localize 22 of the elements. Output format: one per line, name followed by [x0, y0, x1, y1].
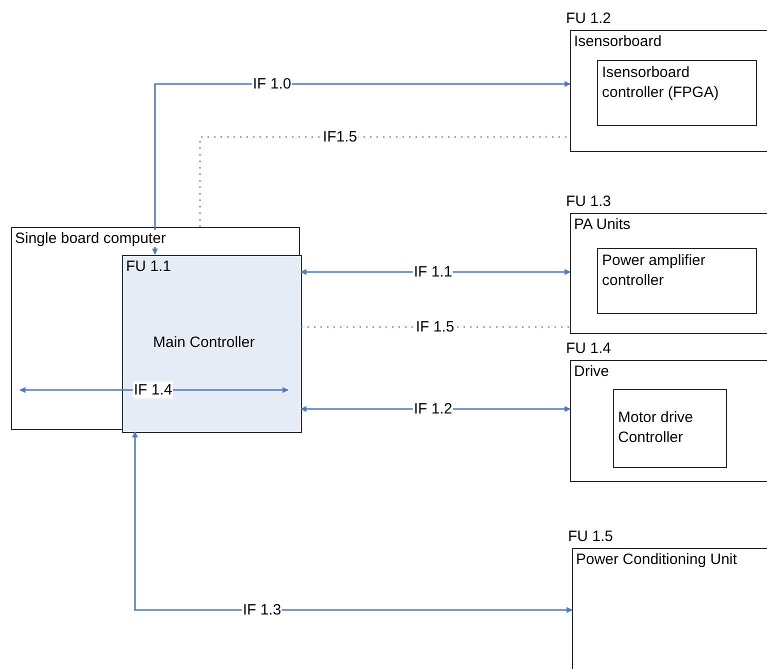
- box-title: Power Conditioning Unit: [576, 551, 737, 568]
- box-text: Power amplifier controller: [602, 251, 706, 291]
- box-title: PA Units: [574, 216, 630, 233]
- component-box: [11, 227, 300, 430]
- arrow: [152, 81, 571, 255]
- box-title: Single board computer: [15, 230, 166, 247]
- edge-label: IF 1.4: [132, 382, 174, 398]
- controller-box: [613, 389, 727, 468]
- box-text: Motor drive Controller: [618, 408, 694, 448]
- arrow: [132, 431, 573, 613]
- box-title: Isensorboard: [574, 33, 662, 50]
- controller-box: [122, 255, 302, 433]
- box-title: Drive: [574, 363, 610, 380]
- unit-label: FU 1.1: [126, 258, 172, 275]
- unit-label: FU 1.4: [566, 340, 612, 357]
- controller-box: [597, 60, 757, 126]
- unit-label: FU 1.3: [566, 193, 612, 210]
- unit-label: FU 1.5: [568, 528, 614, 545]
- box-title: Main Controller: [153, 334, 255, 351]
- unit-label: FU 1.2: [566, 10, 612, 27]
- box-text: Isensorboard controller (FPGA): [602, 63, 720, 103]
- controller-box: [597, 248, 757, 314]
